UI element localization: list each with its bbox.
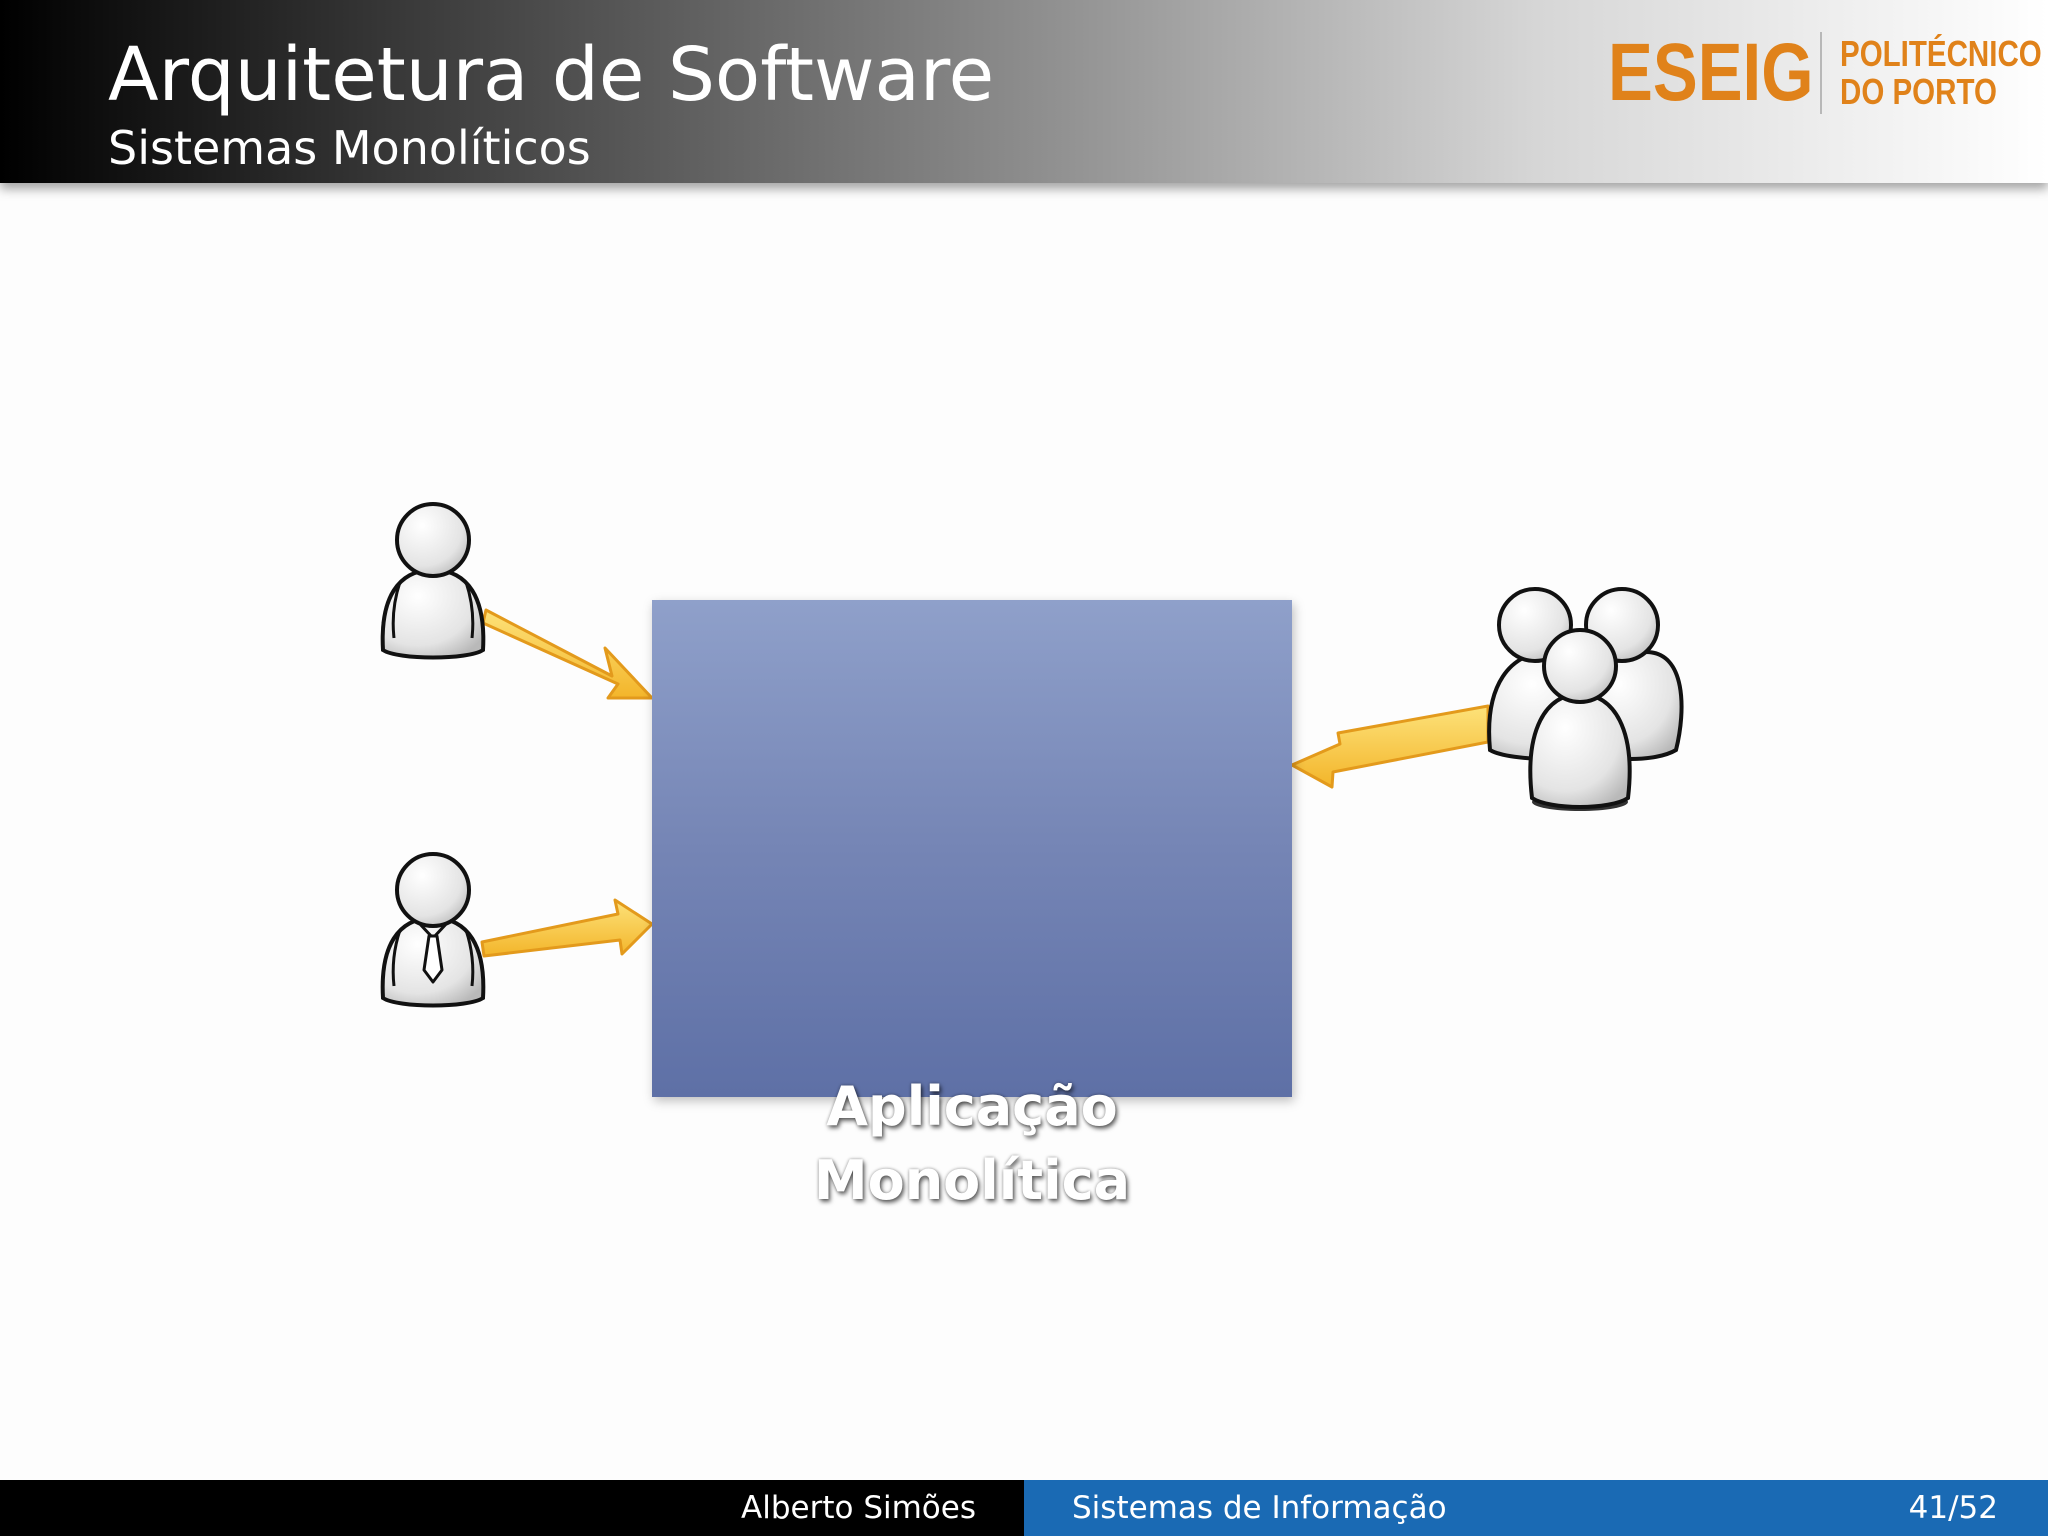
slide-subtitle: Sistemas Monolíticos <box>108 121 591 175</box>
eseig-logo: ESEIG POLITÉCNICO DO PORTO <box>1608 27 2042 118</box>
user-icon <box>380 502 486 660</box>
diagram-graphics <box>380 502 1684 1008</box>
slide-title: Arquitetura de Software <box>108 32 995 118</box>
slide-footer: Alberto Simões Sistemas de Informação 41… <box>0 1480 2048 1536</box>
monolith-diagram: Aplicação Monolítica <box>360 480 1690 1212</box>
arrow-group-to-app <box>1290 704 1490 789</box>
logo-divider <box>1820 32 1822 114</box>
logo-line-2: DO PORTO <box>1840 71 1997 112</box>
footer-course-panel: Sistemas de Informação 41/52 <box>1024 1480 2048 1536</box>
box-label-line-2: Monolítica <box>813 1149 1131 1212</box>
arrow-business-user-to-app <box>480 898 654 958</box>
footer-author-panel: Alberto Simões <box>0 1480 1024 1536</box>
user-group-icon <box>1487 587 1684 811</box>
box-label-line-1: Aplicação <box>826 1075 1118 1138</box>
footer-course: Sistemas de Informação <box>1072 1490 1447 1526</box>
monolithic-application-box <box>652 600 1292 1097</box>
slide-header: Arquitetura de Software Sistemas Monolít… <box>0 0 2048 183</box>
business-user-icon <box>380 852 486 1008</box>
arrow-user-to-app <box>481 608 654 700</box>
logo-line-1: POLITÉCNICO <box>1840 33 2042 74</box>
page-number: 41/52 <box>1908 1490 1998 1526</box>
logo-wordmark: ESEIG <box>1608 27 1814 118</box>
footer-author: Alberto Simões <box>741 1490 976 1526</box>
